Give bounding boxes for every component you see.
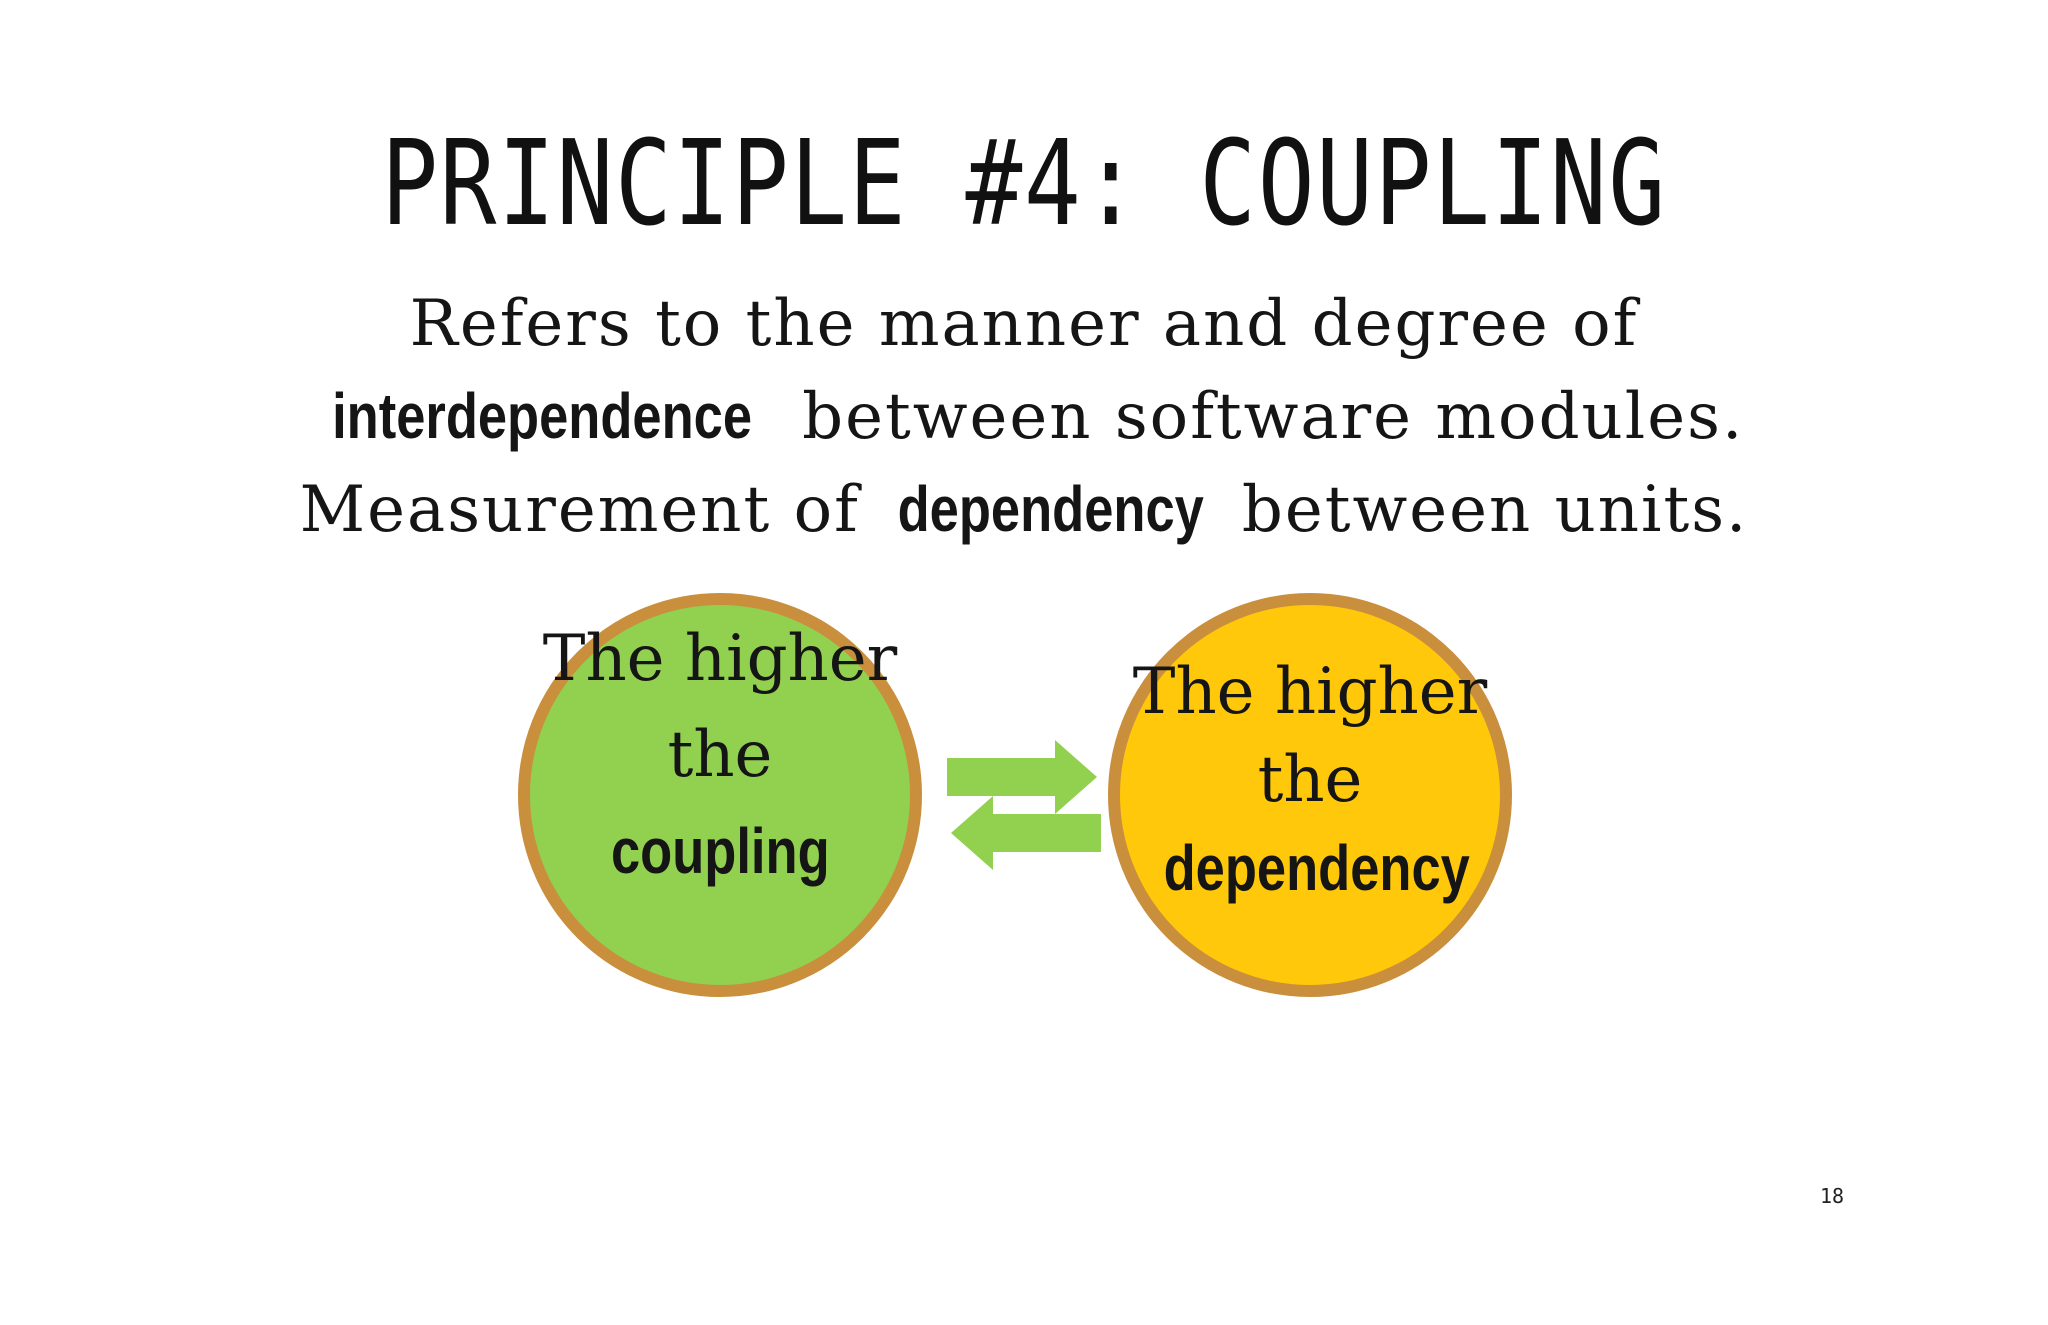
right-arrow-icon [947, 740, 1097, 814]
body-line-2: interdependence between software modules… [0, 370, 2048, 463]
dependency-circle-line-1: The higher [1132, 654, 1488, 729]
coupling-circle-text: The higher the coupling [540, 611, 900, 900]
coupling-circle-line-1: The higher [542, 621, 898, 696]
coupling-circle: The higher the coupling [518, 593, 922, 997]
emphasis-dependency: dependency [897, 473, 1204, 545]
page-number: 18 [1820, 1184, 1845, 1208]
dependency-circle-emphasis: dependency [1163, 831, 1470, 904]
body-line-3-rest: between units. [1219, 473, 1749, 547]
dependency-circle-line-3: dependency [1130, 824, 1490, 913]
dependency-circle-text: The higher the dependency [1130, 648, 1490, 913]
body-line-2-rest: between software modules. [779, 380, 1745, 454]
coupling-circle-emphasis: coupling [610, 814, 830, 887]
coupling-circle-line-2: the coupling [540, 707, 900, 900]
coupling-circle-line-2-start: the [667, 717, 773, 792]
dependency-circle: The higher the dependency [1108, 593, 1512, 997]
body-line-1: Refers to the manner and degree of [409, 287, 1639, 361]
left-arrow-icon [951, 796, 1101, 870]
bidirectional-arrows-icon [947, 740, 1101, 870]
slide-title: PRINCIPLE #4: COUPLING [381, 114, 1667, 252]
body-line-3-start: Measurement of [299, 473, 883, 547]
body-line-3: Measurement of dependency between units. [0, 463, 2048, 556]
slide-body: Refers to the manner and degree of inter… [0, 278, 2048, 556]
emphasis-interdependence: interdependence [331, 380, 752, 452]
dependency-circle-line-2: the [1257, 742, 1363, 817]
